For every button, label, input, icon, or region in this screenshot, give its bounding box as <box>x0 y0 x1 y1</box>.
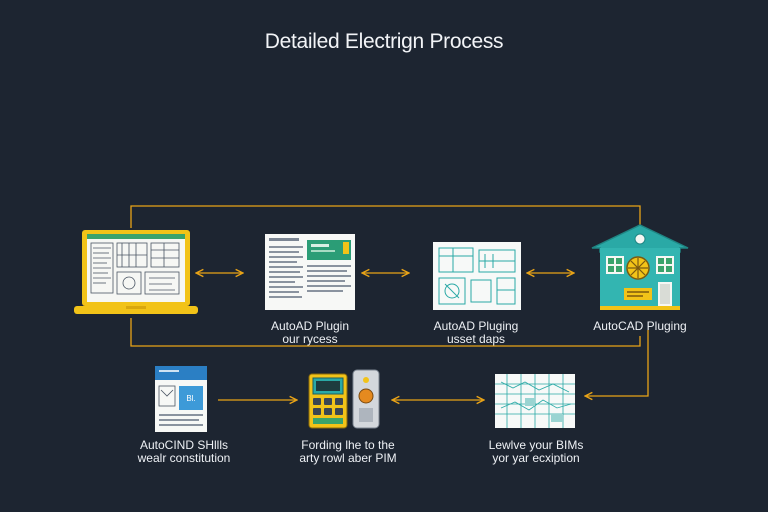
map-icon <box>495 374 575 428</box>
document-icon <box>265 234 355 310</box>
blueprint-label-line-2: usset daps <box>446 332 506 346</box>
laptop-node <box>74 228 198 318</box>
document-label: AutoAD Plugin our rycess <box>255 320 365 346</box>
arrow-house-map <box>586 330 649 396</box>
report-icon: Bl. <box>155 366 207 432</box>
blueprint-label: AutoAD Pluging usset daps <box>420 320 532 346</box>
report-label: AutoCIND SHllls wealr constitution <box>126 439 242 465</box>
report-node: Bl. <box>155 366 207 432</box>
blueprint-node <box>433 242 521 310</box>
map-label-line-1: Lewlve your BIMs <box>488 438 584 452</box>
diagram-title: Detailed Electrign Process <box>264 30 504 53</box>
map-node <box>495 374 575 428</box>
machine-label-line-1: Fording lhe to the <box>301 438 395 452</box>
machine-icon <box>308 369 380 429</box>
report-label-line-1: AutoCIND SHllls <box>139 438 229 452</box>
house-icon <box>591 224 689 310</box>
house-label: AutoCAD Pluging <box>580 320 700 333</box>
document-label-line-2: our rycess <box>282 332 338 346</box>
blueprint-label-line-1: AutoAD Pluging <box>433 319 519 333</box>
laptop-icon <box>74 230 198 314</box>
house-node <box>588 222 692 312</box>
blueprint-icon <box>433 242 521 310</box>
document-node <box>265 234 355 310</box>
house-label-line-1: AutoCAD Pluging <box>593 319 687 333</box>
machine-node <box>307 368 383 430</box>
document-label-line-1: AutoAD Plugin <box>270 319 350 333</box>
machine-label: Fording lhe to the arty rowl aber PIM <box>290 439 406 465</box>
report-label-line-2: wealr constitution <box>137 451 231 465</box>
bottom-loop-connector <box>130 318 641 347</box>
map-label: Lewlve your BIMs yor yar ecxiption <box>478 439 594 465</box>
svg-text:Bl.: Bl. <box>186 394 195 403</box>
top-loop-connector <box>130 205 641 228</box>
machine-label-line-2: arty rowl aber PIM <box>299 451 397 465</box>
map-label-line-2: yor yar ecxiption <box>492 451 580 465</box>
